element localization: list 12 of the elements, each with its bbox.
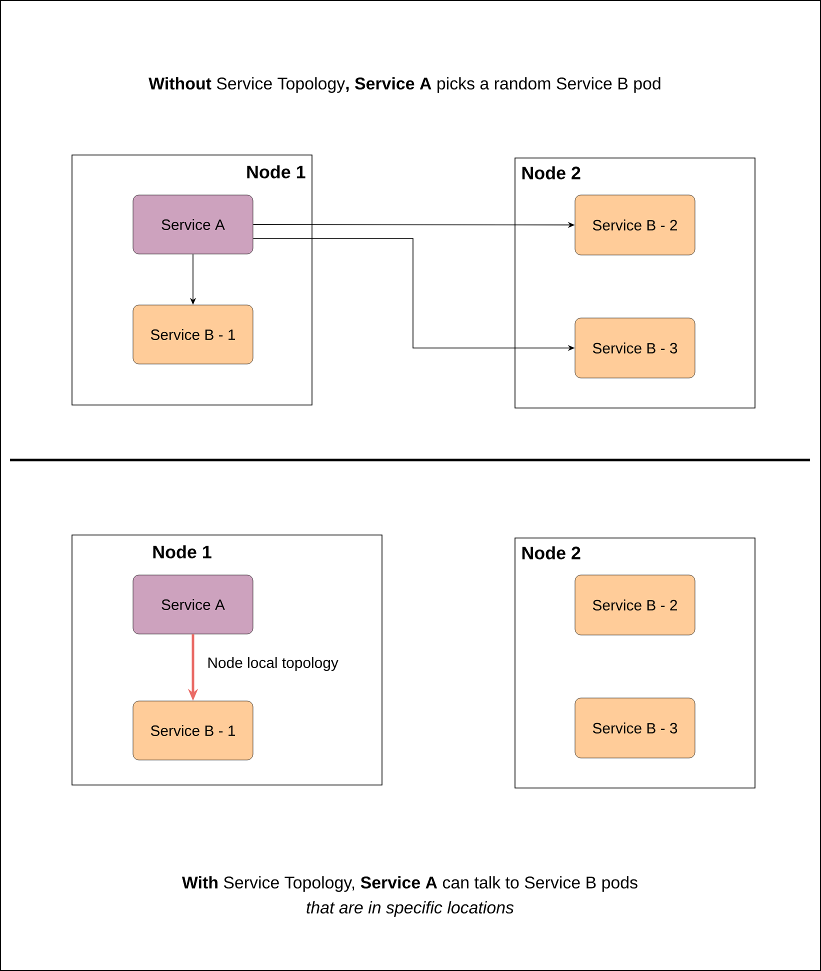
service-box: Service B - 3 xyxy=(574,698,696,758)
service-box: Service B - 1 xyxy=(132,304,254,364)
service-box: Service B - 2 xyxy=(574,574,696,636)
caption-text: Without Service Topology, Service A picks a random Service B pod xyxy=(148,77,660,93)
service-box: Service B - 1 xyxy=(132,700,254,760)
service-box: Service B - 2 xyxy=(574,194,696,256)
service-box: Service A xyxy=(132,574,254,634)
service-box: Service B - 3 xyxy=(574,318,696,378)
caption-text: that are in specific locations xyxy=(306,901,514,917)
edge-label: Node local topology xyxy=(206,656,340,672)
service-box: Service A xyxy=(132,194,254,254)
caption-text: With Service Topology, Service A can talk to Service B pods xyxy=(182,876,638,892)
